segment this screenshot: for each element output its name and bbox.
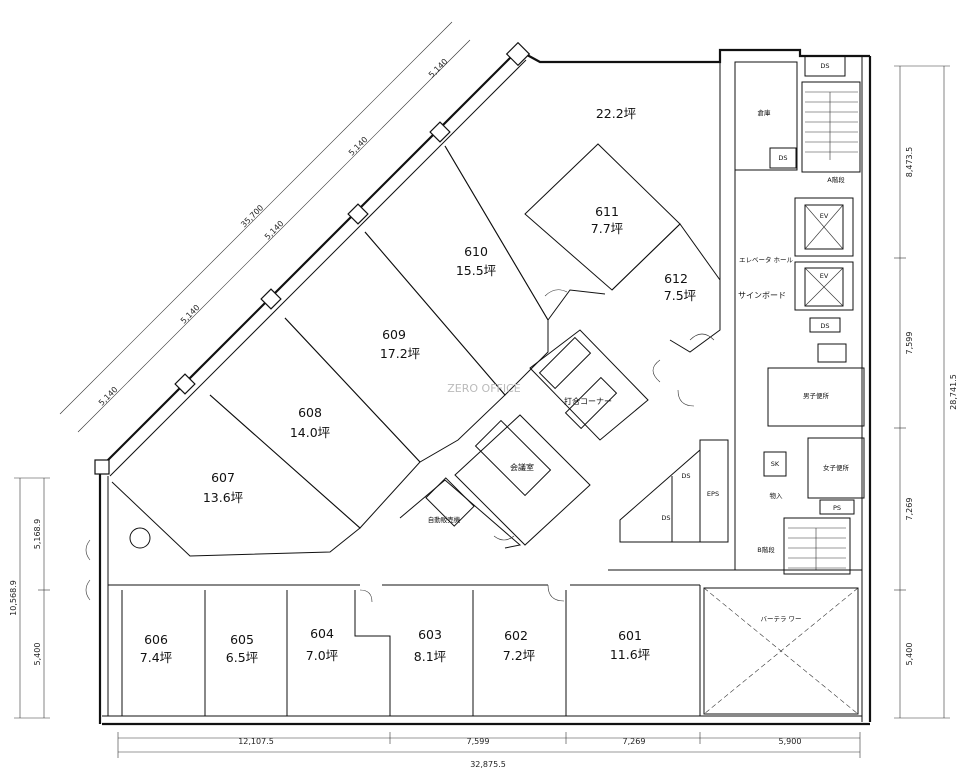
room-number-606: 606	[144, 632, 168, 647]
room-area-603: 8.1坪	[414, 649, 446, 664]
right-dim-2: 7,599	[905, 332, 914, 355]
sk-label: SK	[771, 460, 780, 468]
mens-toilet-label: 男子便所	[803, 391, 830, 400]
vending-label: 自動販売機	[428, 515, 461, 524]
room-labels: 22.2坪 611 7.7坪 610 15.5坪 612 7.5坪 609 17…	[140, 106, 696, 665]
room-number-603: 603	[418, 627, 442, 642]
room-area-605: 6.5坪	[226, 650, 258, 665]
bottom-dim-total: 32,875.5	[470, 760, 506, 769]
meeting-room-label: 会議室	[510, 462, 534, 472]
room-number-602: 602	[504, 628, 528, 643]
ds-label-a: DS	[778, 154, 787, 162]
meeting-furniture	[129, 336, 618, 549]
stairs-a-label: A階段	[827, 175, 845, 184]
room-number-601: 601	[618, 628, 642, 643]
ps-label: PS	[833, 504, 841, 512]
storage2-label: 物入	[770, 491, 784, 500]
diag-dim-3: 5,140	[263, 219, 286, 242]
womens-toilet-label: 女子便所	[823, 463, 850, 472]
diag-dim-4: 5,140	[347, 135, 370, 158]
dimension-lines	[14, 21, 950, 758]
bottom-dim-4: 5,900	[779, 737, 802, 746]
ds-label-top: DS	[820, 62, 829, 70]
room-area-609: 17.2坪	[380, 346, 420, 361]
room-number-612: 612	[664, 271, 688, 286]
eps-label: EPS	[707, 490, 719, 498]
room-area-607: 13.6坪	[203, 490, 243, 505]
room-number-609: 609	[382, 327, 406, 342]
ds-label-ev: DS	[820, 322, 829, 330]
room-area-610: 15.5坪	[456, 263, 496, 278]
meeting-corner-label: 打合コーナー	[564, 396, 612, 406]
left-dim-2: 5,400	[33, 643, 42, 666]
left-dim-1: 5,168.9	[33, 519, 42, 550]
room-number-611: 611	[595, 204, 619, 219]
doors	[85, 289, 715, 603]
room-area-611: 7.7坪	[591, 221, 623, 236]
room-area-601: 11.6坪	[610, 647, 650, 662]
stairs-b-label: B階段	[757, 545, 775, 554]
bottom-dim-3: 7,269	[623, 737, 646, 746]
room-area-608: 14.0坪	[290, 425, 330, 440]
diag-dim-2: 5,140	[179, 303, 202, 326]
bottom-dim-2: 7,599	[467, 737, 490, 746]
ev2-label: EV	[820, 272, 829, 280]
left-dim-total: 10,568.9	[9, 580, 18, 616]
right-dim-1: 8,473.5	[905, 147, 914, 178]
right-dim-total: 28,741.5	[949, 374, 958, 410]
room-number-604: 604	[310, 626, 334, 641]
terrace-label: バーテラ ワー	[760, 615, 801, 623]
diag-dim-1: 5,140	[97, 385, 120, 408]
right-dim-4: 5,400	[905, 643, 914, 666]
room-area-612: 7.5坪	[664, 288, 696, 303]
ds-label-core2: DS	[661, 514, 670, 522]
room-number-607: 607	[211, 470, 235, 485]
core-area	[608, 55, 865, 575]
watermark: ZERO OFFICE	[447, 382, 521, 395]
room-number-610: 610	[464, 244, 488, 259]
room-number-605: 605	[230, 632, 254, 647]
right-dim-3: 7,269	[905, 498, 914, 521]
storage-label: 倉庫	[758, 108, 772, 117]
room-area-604: 7.0坪	[306, 648, 338, 663]
room-area-606: 7.4坪	[140, 650, 172, 665]
room-area-top: 22.2坪	[596, 106, 636, 121]
misc-labels: 会議室 打合コーナー 自動販売機 エレベータ ホール サインボード EV EV …	[428, 62, 850, 623]
diag-dim-total: 35,700	[239, 203, 265, 229]
sign-board-label: サインボード	[738, 291, 786, 300]
bottom-offices	[108, 584, 859, 716]
ev1-label: EV	[820, 212, 829, 220]
ds-label-core1: DS	[681, 472, 690, 480]
room-number-608: 608	[298, 405, 322, 420]
diag-dim-5: 5,140	[427, 57, 450, 80]
elevator-hall-label: エレベータ ホール	[739, 255, 794, 264]
room-area-602: 7.2坪	[503, 648, 535, 663]
outer-walls	[94, 41, 872, 726]
diagonal-room-walls	[111, 62, 721, 557]
bottom-dim-1: 12,107.5	[238, 737, 274, 746]
